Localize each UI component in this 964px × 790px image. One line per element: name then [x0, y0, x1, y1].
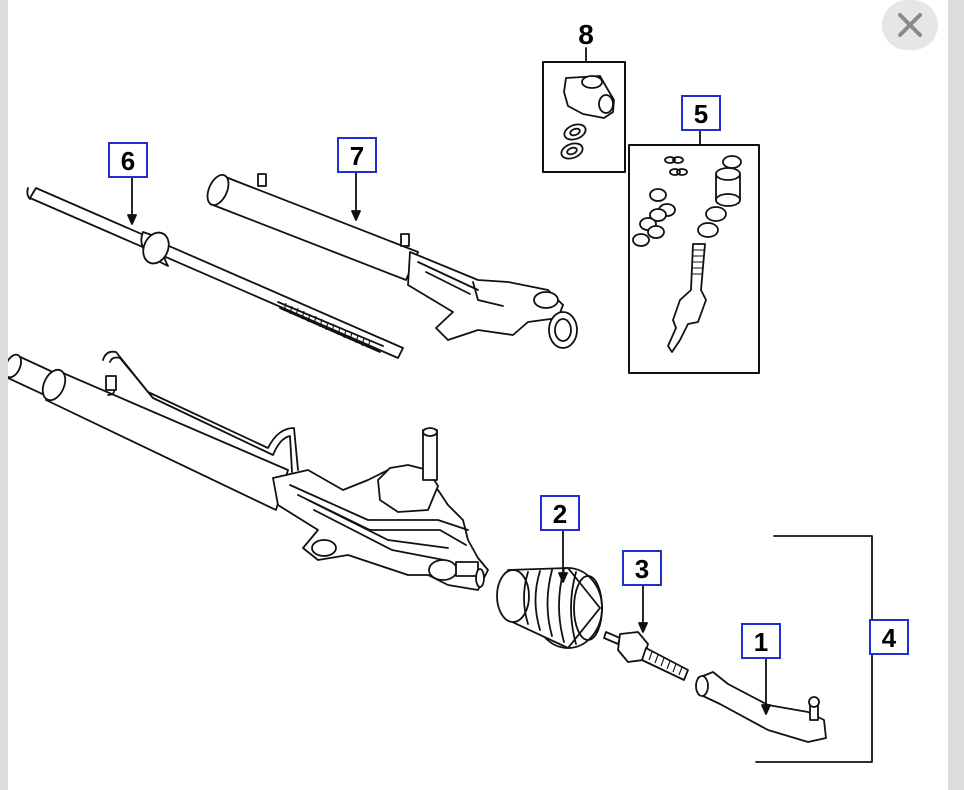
callout-3-label: 3	[635, 554, 649, 584]
callout-4-label: 4	[882, 623, 897, 653]
callout-5-label: 5	[694, 99, 708, 129]
inner-tie-rod-drawing	[603, 631, 689, 681]
callout-4: 4	[869, 619, 909, 655]
rack-assembly-drawing	[8, 350, 489, 591]
image-viewer: 6 7 8 5 2 3 1 4	[8, 0, 948, 790]
callout-6: 6	[108, 142, 148, 178]
callout-7: 7	[337, 137, 377, 173]
callout-8-label: 8	[578, 19, 594, 50]
close-button[interactable]	[882, 0, 938, 50]
callout-3: 3	[622, 550, 662, 586]
callout-5: 5	[681, 95, 721, 131]
callout-2-label: 2	[553, 499, 567, 529]
callout-7-label: 7	[350, 141, 364, 171]
close-x-icon	[898, 13, 922, 37]
callout-2: 2	[540, 495, 580, 531]
steering-rack-parts-diagram: 6 7 8 5 2 3 1 4	[8, 19, 909, 763]
callout-1-label: 1	[754, 627, 768, 657]
callout-1: 1	[741, 623, 781, 659]
tie-rod-end-drawing	[695, 671, 827, 743]
part-5-kit-box	[628, 144, 760, 374]
callout-6-label: 6	[121, 146, 135, 176]
part-8-kit-box	[542, 61, 626, 173]
rack-bar-drawing	[26, 187, 404, 359]
bellows-boot-drawing	[496, 567, 603, 649]
callout-8: 8	[578, 19, 594, 50]
rack-housing-drawing	[206, 173, 578, 349]
